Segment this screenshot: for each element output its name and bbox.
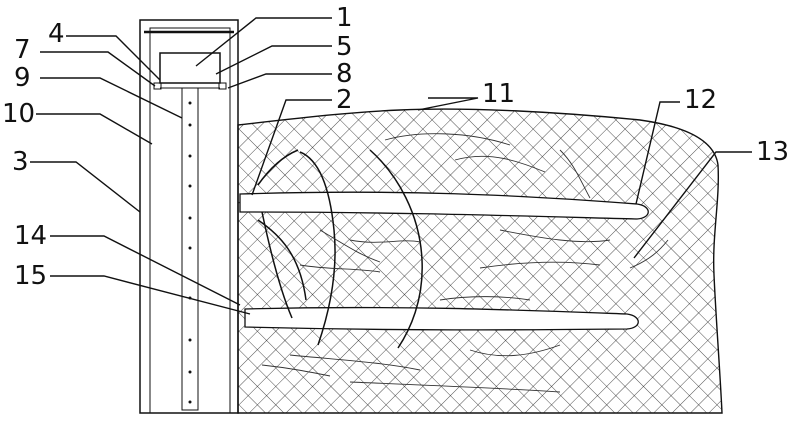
crack-lines (261, 133, 669, 393)
rock-mass (237, 108, 723, 414)
label-2: 2 (336, 85, 353, 115)
label-8: 8 (336, 59, 353, 89)
label-14: 14 (14, 221, 47, 251)
label-5: 5 (336, 32, 353, 62)
label-12: 12 (684, 85, 717, 115)
label-3: 3 (12, 147, 29, 177)
label-13: 13 (756, 137, 789, 167)
drill-pipe (181, 87, 199, 411)
control-box (159, 52, 221, 84)
label-1: 1 (336, 3, 353, 33)
pipe-holes (188, 101, 192, 404)
callout-labels: 4 1 5 7 8 9 2 11 12 10 13 3 14 15 (2, 3, 789, 291)
upper-borehole (239, 191, 649, 220)
inner-casing (149, 27, 231, 414)
shaft-assembly (139, 19, 239, 414)
right-clamp (218, 82, 227, 90)
label-11: 11 (482, 79, 515, 109)
label-4: 4 (48, 19, 65, 49)
lower-borehole (244, 306, 639, 331)
fracture-zone-arcs (257, 149, 423, 349)
label-9: 9 (14, 63, 31, 93)
leader-lines (30, 17, 752, 315)
outer-casing (139, 19, 239, 414)
label-15: 15 (14, 261, 47, 291)
label-7: 7 (14, 35, 31, 65)
label-10: 10 (2, 99, 35, 129)
left-clamp (153, 82, 162, 90)
